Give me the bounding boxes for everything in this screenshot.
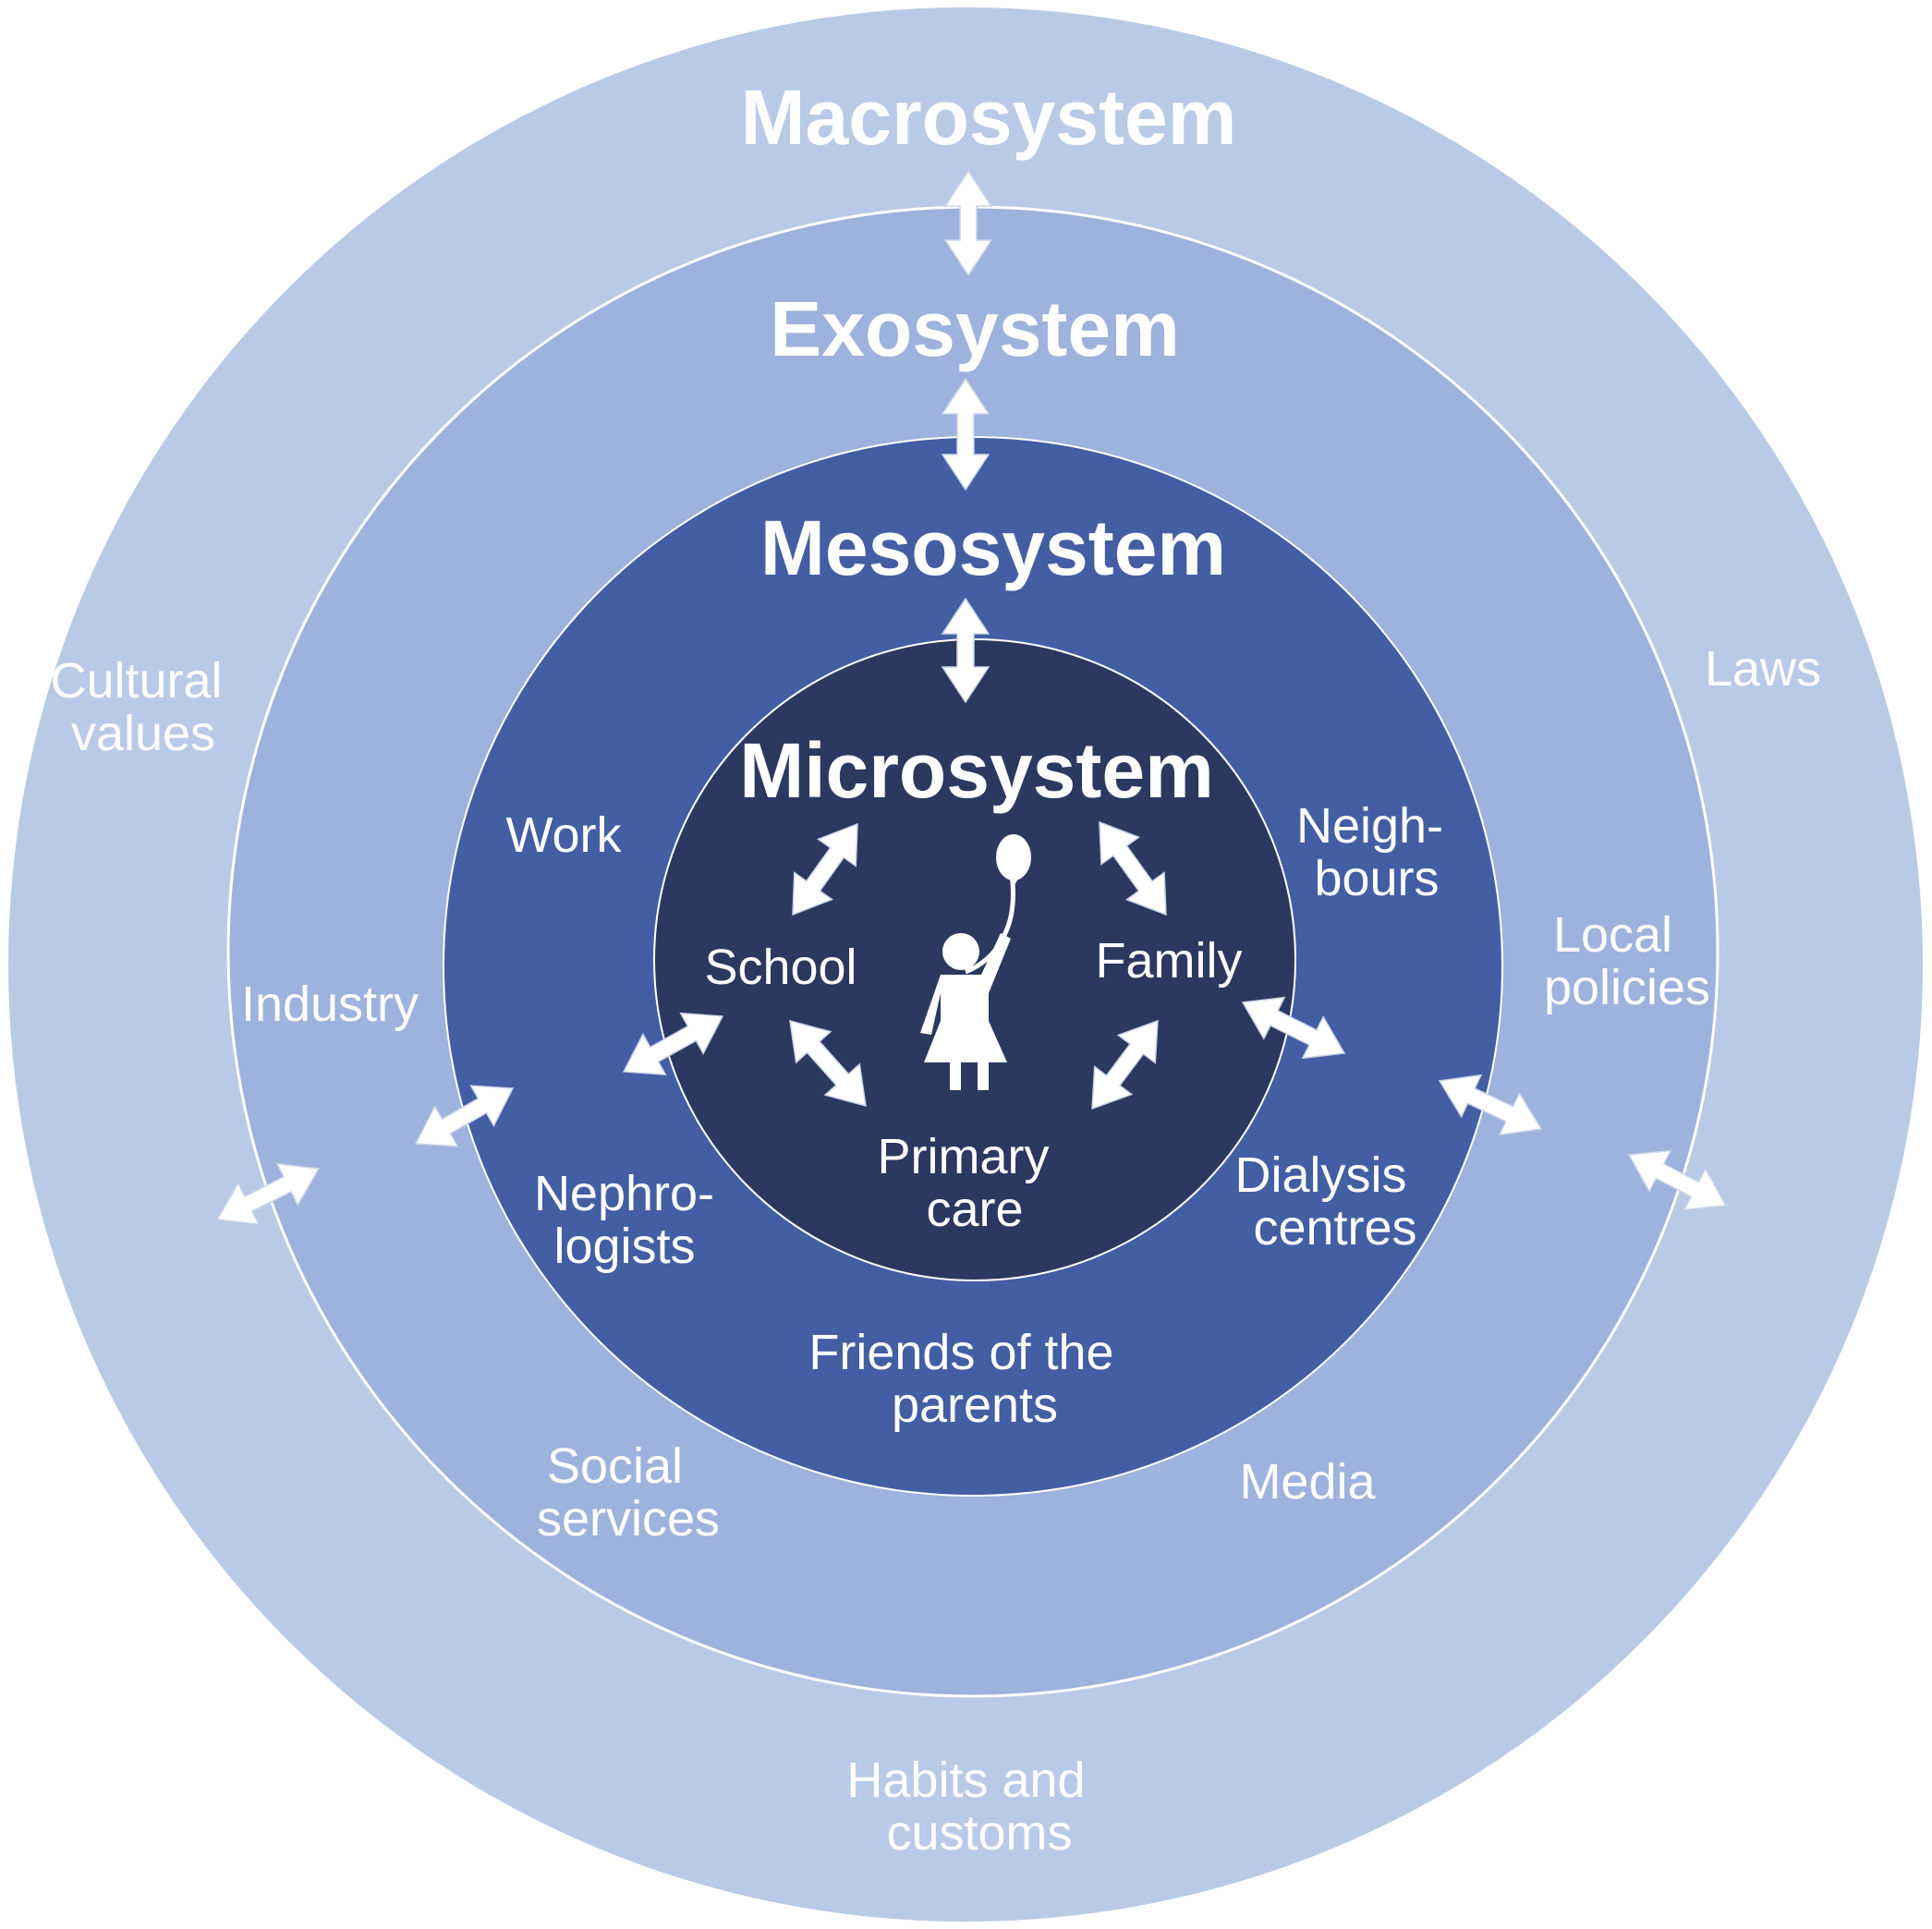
label-habits-and-customs: Habits and customs	[846, 1753, 1099, 1861]
label-friends-of-the-parents: Friends of the parents	[808, 1325, 1127, 1433]
double-arrow-icon	[414, 1085, 515, 1147]
double-arrow-icon	[622, 1012, 724, 1076]
connection-arrows	[215, 169, 1728, 1226]
double-arrow-icon	[943, 169, 993, 277]
exosystem-title: Exosystem	[770, 285, 1180, 372]
label-laws: Laws	[1705, 641, 1821, 697]
label-social-services: Social services	[537, 1438, 720, 1547]
double-arrow-icon	[941, 377, 990, 491]
double-arrow-icon	[1627, 1149, 1728, 1211]
label-media: Media	[1239, 1454, 1376, 1510]
double-arrow-icon	[1099, 820, 1167, 916]
label-nephrologists: Nephro- logists	[534, 1166, 728, 1274]
mesosystem-title: Mesosystem	[760, 504, 1226, 591]
label-local-policies: Local policies	[1544, 907, 1710, 1015]
label-cultural-values: Cultural values	[50, 653, 236, 761]
macrosystem-title: Macrosystem	[741, 74, 1237, 161]
label-work: Work	[505, 807, 622, 863]
double-arrow-icon	[789, 1019, 867, 1107]
label-neighbours: Neigh- bours	[1296, 798, 1457, 906]
label-industry: Industry	[241, 977, 419, 1032]
label-dialysis-centres: Dialysis centres	[1234, 1147, 1420, 1256]
child-with-balloon-icon	[920, 834, 1031, 1090]
label-school: School	[704, 940, 857, 995]
double-arrow-icon	[941, 597, 990, 704]
double-arrow-icon	[1091, 1019, 1159, 1110]
microsystem-title: Microsystem	[739, 727, 1214, 814]
label-primary-care: Primary care	[877, 1129, 1063, 1237]
label-family: Family	[1096, 933, 1243, 989]
double-arrow-icon	[792, 822, 858, 916]
double-arrow-icon	[215, 1162, 321, 1226]
double-arrow-icon	[1241, 996, 1346, 1060]
double-arrow-icon	[1438, 1074, 1543, 1136]
